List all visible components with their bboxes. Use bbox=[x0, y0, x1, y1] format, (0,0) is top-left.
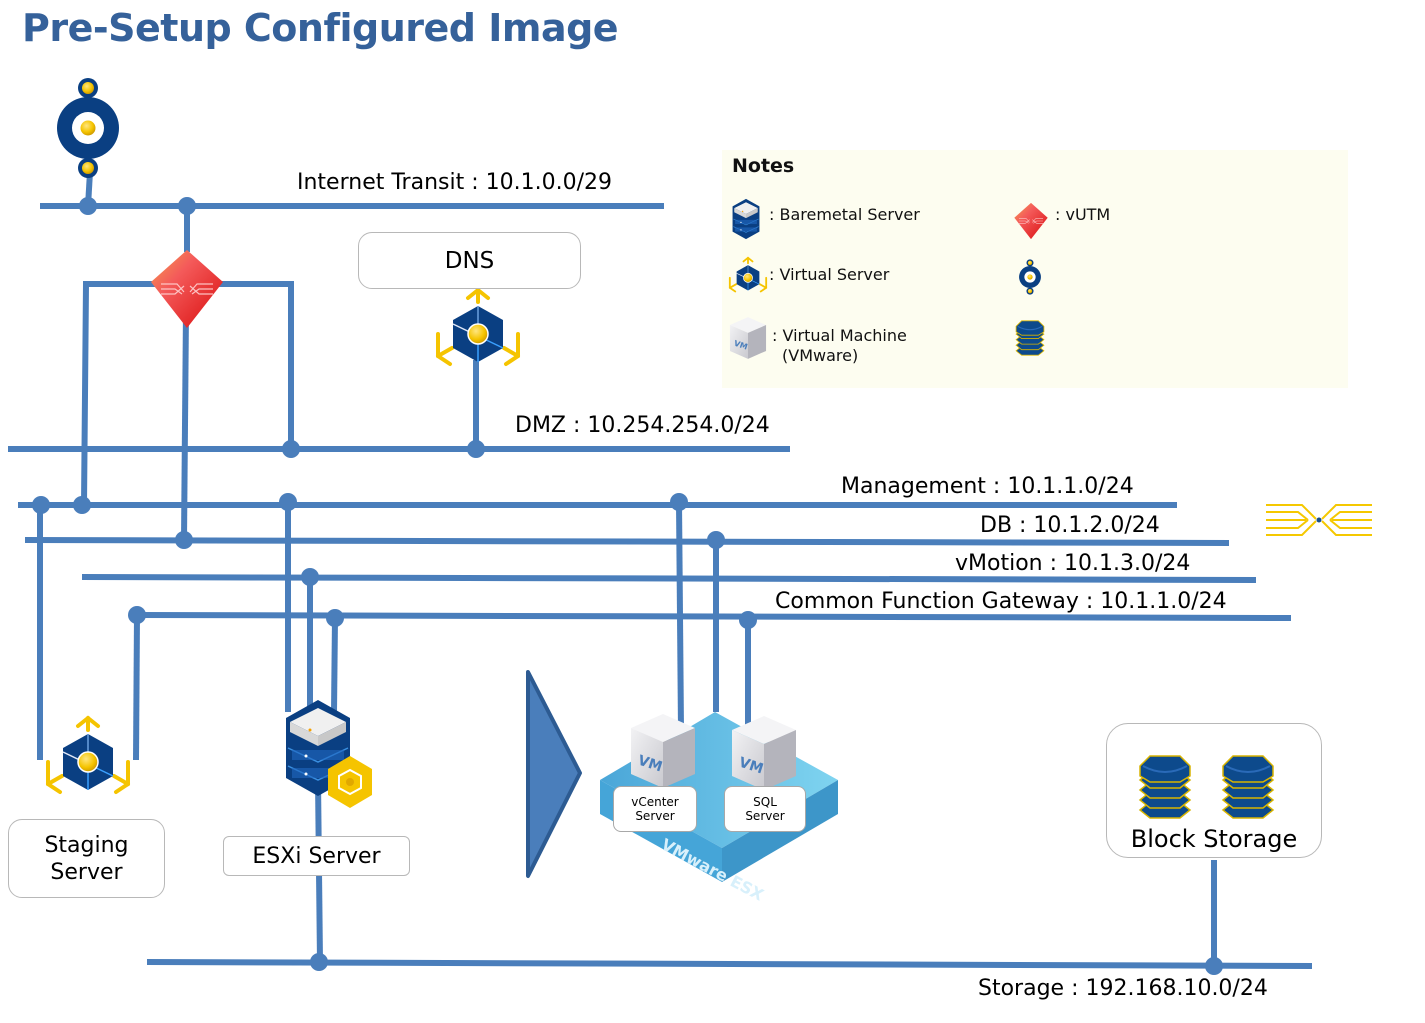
note-vutm-label: : vUTM bbox=[1055, 205, 1111, 224]
staging-server-label-line1: Staging bbox=[44, 832, 129, 858]
vcenter-label-line1: vCenter bbox=[631, 795, 679, 809]
baremetal-server-icon bbox=[732, 198, 760, 240]
vutm-firewall-icon[interactable] bbox=[150, 249, 224, 329]
sql-label-line1: SQL bbox=[753, 795, 777, 809]
vmware-vm-icon[interactable] bbox=[732, 716, 796, 790]
staging-server-box[interactable]: Staging Server bbox=[8, 819, 165, 898]
block-storage-label: Block Storage bbox=[1130, 825, 1298, 853]
vmware-hypervisor-badge-icon bbox=[328, 756, 372, 808]
vutm-firewall-icon bbox=[1014, 202, 1048, 240]
storage-label: Storage : 192.168.10.0/24 bbox=[978, 976, 1268, 1001]
vmware-vm-icon bbox=[729, 317, 767, 359]
connection-dots bbox=[32, 197, 1223, 975]
vcenter-label-line2: Server bbox=[635, 809, 675, 823]
vmotion-label: vMotion : 10.1.3.0/24 bbox=[955, 551, 1191, 576]
right-arrow-icon bbox=[526, 670, 582, 878]
switch-icon bbox=[1266, 504, 1372, 536]
notes-legend: Notes : Baremetal Server : vUTM : Virtua… bbox=[722, 150, 1348, 388]
db-line bbox=[24, 537, 1230, 546]
staging-server-label-line2: Server bbox=[50, 859, 123, 885]
page-title: Pre-Setup Configured Image bbox=[22, 6, 619, 50]
common-function-gateway-label: Common Function Gateway : 10.1.1.0/24 bbox=[775, 589, 1227, 614]
internet-transit-label: Internet Transit : 10.1.0.0/29 bbox=[297, 170, 612, 195]
esxi-server-label: ESXi Server bbox=[252, 843, 381, 869]
staging-virtual-server-icon[interactable] bbox=[46, 716, 130, 794]
dmz-label: DMZ : 10.254.254.0/24 bbox=[515, 413, 770, 438]
vcenter-server-box[interactable]: vCenter Server bbox=[613, 786, 697, 832]
block-storage-icon bbox=[1015, 320, 1045, 356]
note-virtual-server-label: : Virtual Server bbox=[769, 265, 890, 284]
notes-title: Notes bbox=[732, 155, 795, 177]
sql-label-line2: Server bbox=[745, 809, 785, 823]
vmware-vm-icon[interactable] bbox=[631, 714, 695, 788]
storage-line bbox=[146, 959, 1313, 969]
note-virtual-machine-label: : Virtual Machine bbox=[772, 326, 907, 345]
virtual-server-icon bbox=[728, 256, 768, 293]
management-label: Management : 10.1.1.0/24 bbox=[841, 474, 1134, 499]
dns-box[interactable]: DNS bbox=[358, 232, 581, 289]
vmotion-line bbox=[81, 574, 1257, 583]
internet-gateway-icon bbox=[1019, 259, 1041, 295]
esxi-server-box[interactable]: ESXi Server bbox=[223, 836, 410, 876]
internet-gateway-icon bbox=[57, 78, 119, 178]
db-label: DB : 10.1.2.0/24 bbox=[980, 513, 1160, 538]
dns-label: DNS bbox=[444, 247, 495, 274]
note-virtual-machine-label-line2: (VMware) bbox=[782, 346, 859, 365]
block-storage-box[interactable]: Block Storage bbox=[1106, 723, 1322, 858]
sql-server-box[interactable]: SQL Server bbox=[724, 786, 806, 832]
note-baremetal-label: : Baremetal Server bbox=[769, 205, 920, 224]
dns-virtual-server-icon[interactable] bbox=[436, 288, 520, 366]
